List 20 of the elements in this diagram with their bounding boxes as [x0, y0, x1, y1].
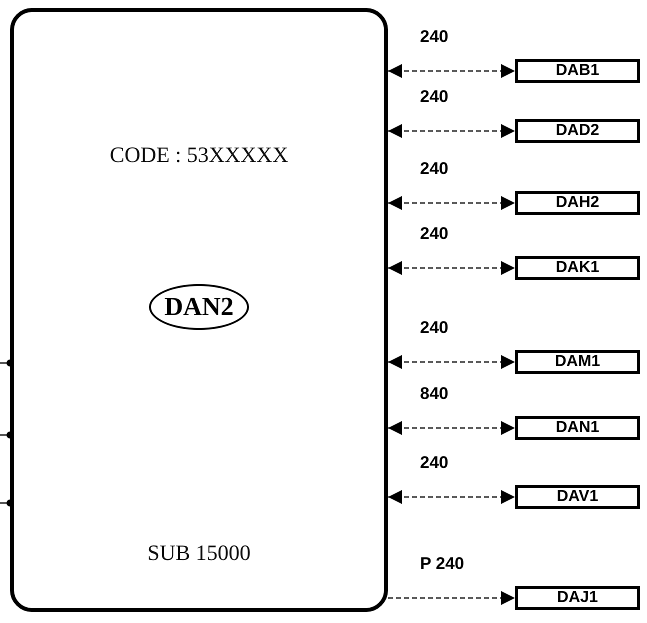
unit-oval: DAN2 [149, 284, 249, 330]
unit-box: DAM1 [515, 350, 640, 374]
unit-box: DAH2 [515, 191, 640, 215]
arrow [388, 196, 515, 210]
arrow [388, 591, 515, 605]
arrow [388, 490, 515, 504]
unit-box: DAB1 [515, 59, 640, 83]
sub-label: SUB 15000 [146, 540, 252, 566]
arrow [388, 64, 515, 78]
unit-box: DAK1 [515, 256, 640, 280]
unit-box: DAD2 [515, 119, 640, 143]
code-label: CODE : 53XXXXX [108, 142, 290, 168]
unit-box: DAJ1 [515, 586, 640, 610]
unit-box: DAN1 [515, 416, 640, 440]
arrow [388, 124, 515, 138]
arrow [388, 355, 515, 369]
arrow [388, 261, 515, 275]
arrow [388, 421, 515, 435]
device-box [10, 8, 388, 612]
unit-box: DAV1 [515, 485, 640, 509]
